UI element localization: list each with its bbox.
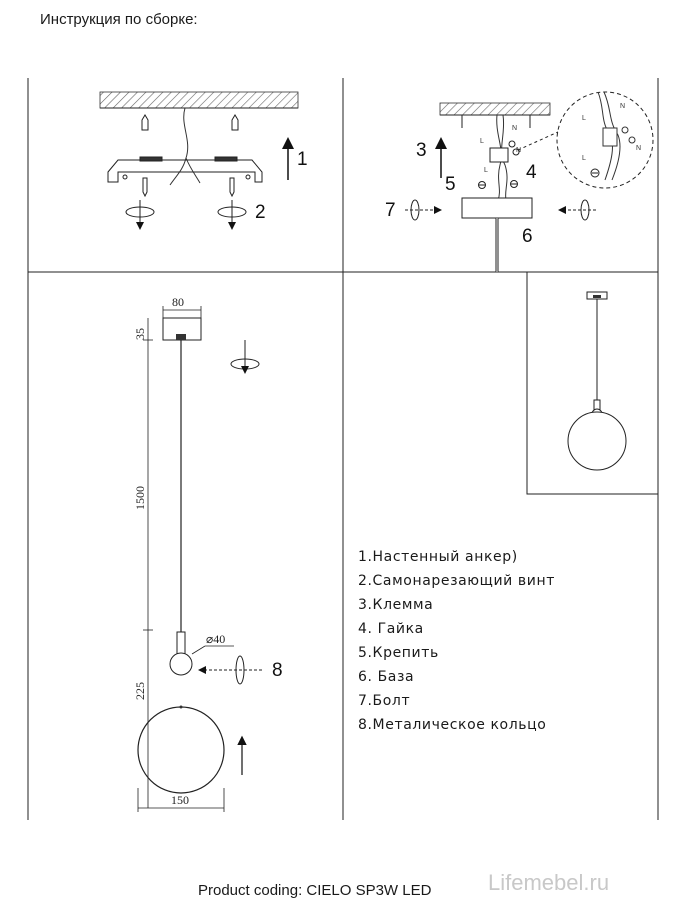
parts-legend: 1.Настенный анкер) 2.Самонарезающий винт… [358, 545, 555, 737]
zoom-label-n2: N [636, 145, 641, 152]
power-cable [169, 107, 201, 186]
wall-anchor-icon [141, 114, 239, 131]
dim-width-150: 150 [171, 793, 189, 807]
ring-attach-arrow [198, 655, 262, 685]
step-label-3: 3 [416, 140, 427, 161]
legend-item: 4. Гайка [358, 621, 424, 637]
dim-height-35: 35 [133, 328, 147, 340]
panel-assembled [526, 271, 659, 495]
ceiling-hatch-2 [439, 102, 551, 116]
panel-bracket-mount: 1 2 [99, 91, 308, 230]
legend-item: 7.Болт [358, 693, 411, 709]
wire-label-l: L [480, 138, 484, 145]
terminal-block-icon [489, 140, 520, 163]
zoom-screw-icon [590, 168, 600, 178]
dim-width-80: 80 [172, 295, 184, 309]
wire-label-n: N [512, 125, 517, 132]
legend-item: 2.Самонарезающий винт [358, 573, 555, 589]
rotate-screwdriver-icon [125, 200, 247, 230]
legend-item: 1.Настенный анкер) [358, 549, 518, 565]
assembled-sphere [567, 411, 627, 471]
legend-item: 6. База [358, 669, 415, 685]
legend-item: 5.Крепить [358, 645, 439, 661]
dim-length-1500: 1500 [133, 486, 147, 510]
glass-sphere [137, 706, 225, 794]
panel-wiring: N L N L N L N L 3 4 5 [385, 91, 654, 272]
panel-dimensions: 80 35 1500 225 ⌀40 150 8 [133, 295, 283, 812]
step-label-4: 4 [526, 162, 537, 183]
legend-item: 3.Клемма [358, 597, 434, 613]
canopy-base [461, 197, 533, 219]
wire-label-l2: L [484, 167, 488, 174]
step-label-7: 7 [385, 200, 396, 221]
ceiling-hatch [99, 91, 299, 109]
metal-ring [169, 652, 193, 676]
dim-diameter-40: ⌀40 [206, 632, 225, 646]
zoom-label-l2: L [582, 155, 586, 162]
wire-label-n2: N [516, 147, 521, 154]
step-label-5: 5 [445, 174, 456, 195]
dim-height-225: 225 [133, 682, 147, 700]
instructions-title: Инструкция по сборке: [40, 11, 198, 28]
step-label-2: 2 [255, 202, 266, 223]
self-tapping-screw-icon [142, 177, 235, 198]
product-coding: Product coding: CIELO SP3W LED [198, 882, 432, 899]
watermark: Lifemebel.ru [488, 870, 610, 895]
rotate-icon [230, 340, 260, 374]
step-label-1: 1 [297, 149, 308, 170]
zoom-label-n: N [620, 103, 625, 110]
supply-wires [496, 114, 502, 201]
legend-item: 8.Металическое кольцо [358, 717, 547, 733]
step-label-6: 6 [522, 226, 533, 247]
zoom-label-l: L [582, 115, 586, 122]
mounting-bracket [107, 156, 263, 183]
screw-head-icon [478, 181, 486, 189]
bolt-rotate-icon [405, 199, 596, 221]
screw-head-icon-2 [510, 180, 518, 188]
step-label-8: 8 [272, 660, 283, 681]
